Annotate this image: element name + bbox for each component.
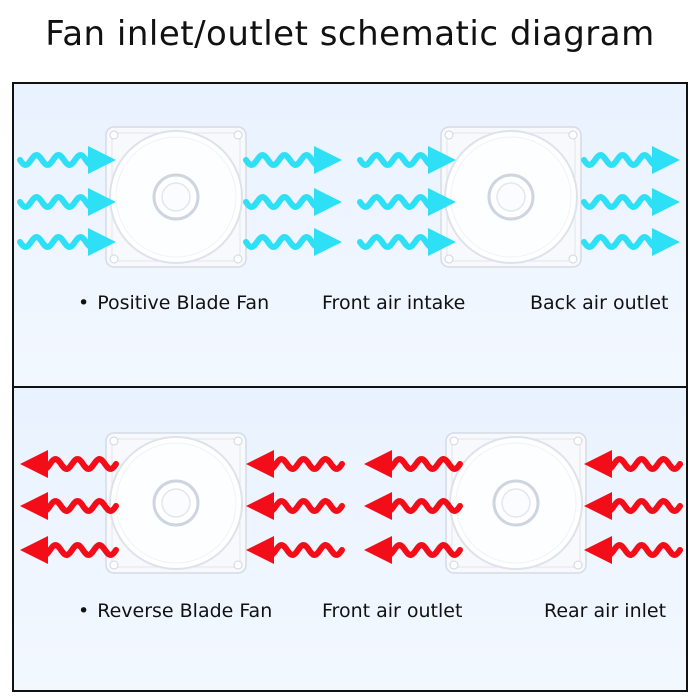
wavy-arrow-icon (364, 492, 463, 520)
wavy-arrow-icon (357, 228, 456, 256)
positive-panel-graphic (17, 126, 680, 268)
airflow-arrows-reverse (20, 450, 683, 564)
wavy-arrow-icon (584, 492, 683, 520)
wavy-arrow-icon (581, 228, 680, 256)
wavy-arrow-icon (246, 536, 345, 564)
wavy-arrow-icon (246, 492, 345, 520)
wavy-arrow-icon (20, 492, 119, 520)
reverse-blade-fan-panel: Reverse Blade Fan Front air outlet Rear … (12, 386, 688, 692)
wavy-arrow-icon (243, 188, 342, 216)
fan-type-label: Positive Blade Fan (78, 292, 269, 314)
reverse-panel-graphic (20, 432, 683, 574)
wavy-arrow-icon (243, 146, 342, 174)
fan-icon-reverse-2 (445, 432, 587, 574)
rear-label: Rear air inlet (544, 600, 667, 622)
wavy-arrow-icon (17, 188, 116, 216)
wavy-arrow-icon (584, 536, 683, 564)
wavy-arrow-icon (17, 146, 116, 174)
wavy-arrow-icon (20, 450, 119, 478)
page-title: Fan inlet/outlet schematic diagram (45, 14, 655, 54)
fan-type-label: Reverse Blade Fan (78, 600, 272, 622)
front-label: Front air outlet (322, 600, 463, 622)
fan-icon-reverse-1 (105, 432, 247, 574)
wavy-arrow-icon (364, 450, 463, 478)
back-label: Back air outlet (530, 292, 669, 314)
fan-icon-positive-1 (105, 126, 247, 268)
positive-blade-fan-panel: Positive Blade Fan Front air intake Back… (12, 82, 688, 388)
airflow-arrows-positive (17, 146, 680, 256)
fan-icon-positive-2 (440, 126, 582, 268)
wavy-arrow-icon (364, 536, 463, 564)
wavy-arrow-icon (20, 536, 119, 564)
wavy-arrow-icon (243, 228, 342, 256)
wavy-arrow-icon (581, 188, 680, 216)
wavy-arrow-icon (357, 146, 456, 174)
wavy-arrow-icon (246, 450, 345, 478)
wavy-arrow-icon (17, 228, 116, 256)
wavy-arrow-icon (581, 146, 680, 174)
wavy-arrow-icon (357, 188, 456, 216)
wavy-arrow-icon (584, 450, 683, 478)
front-label: Front air intake (322, 292, 466, 314)
